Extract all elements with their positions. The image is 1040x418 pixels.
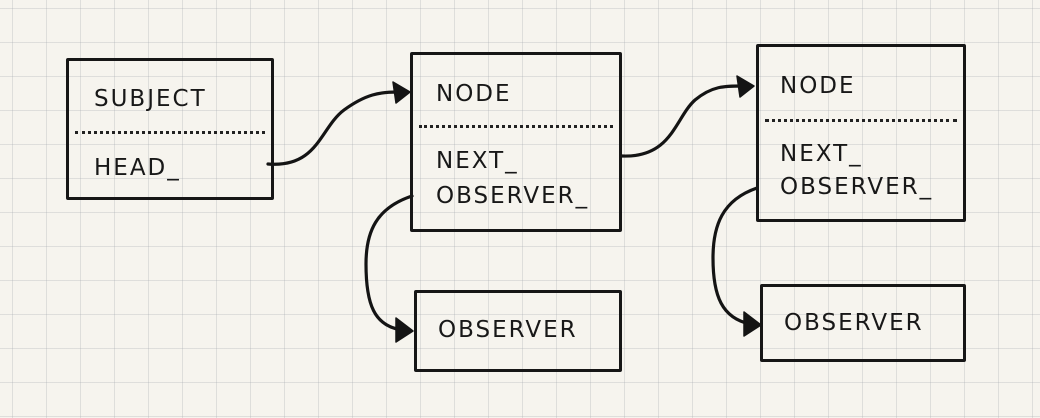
arrowhead-node-1 xyxy=(392,81,411,104)
node-1-title: NODE xyxy=(436,81,512,107)
arrow-next-to-node-2 xyxy=(620,84,745,158)
node-1-field-next: NEXT_ xyxy=(436,148,519,174)
arrowhead-observer-1 xyxy=(395,317,414,343)
subject-divider xyxy=(75,131,265,134)
observer-2-label: OBSERVER xyxy=(784,310,924,336)
subject-title: SUBJECT xyxy=(94,86,207,112)
node-1-divider xyxy=(419,125,613,128)
observer-box-2 xyxy=(760,284,966,362)
node-2-field-next: NEXT_ xyxy=(780,141,863,167)
subject-box xyxy=(66,58,274,200)
arrowhead-observer-2 xyxy=(743,311,762,337)
node-1-field-observer: OBSERVER_ xyxy=(436,183,590,209)
arrow-observer-to-observer-1 xyxy=(364,194,414,332)
node-2-divider xyxy=(765,119,957,122)
node-2-field-observer: OBSERVER_ xyxy=(780,174,934,200)
observer-1-label: OBSERVER xyxy=(438,317,578,343)
arrowhead-node-2 xyxy=(736,75,755,98)
node-2-title: NODE xyxy=(780,73,856,99)
subject-field-head: HEAD_ xyxy=(94,155,181,181)
arrow-observer-to-observer-2 xyxy=(711,186,759,326)
arrow-head-to-node-1 xyxy=(266,90,400,166)
observer-box-1 xyxy=(414,290,622,372)
node-box-2 xyxy=(756,44,966,222)
node-box-1 xyxy=(410,52,622,232)
